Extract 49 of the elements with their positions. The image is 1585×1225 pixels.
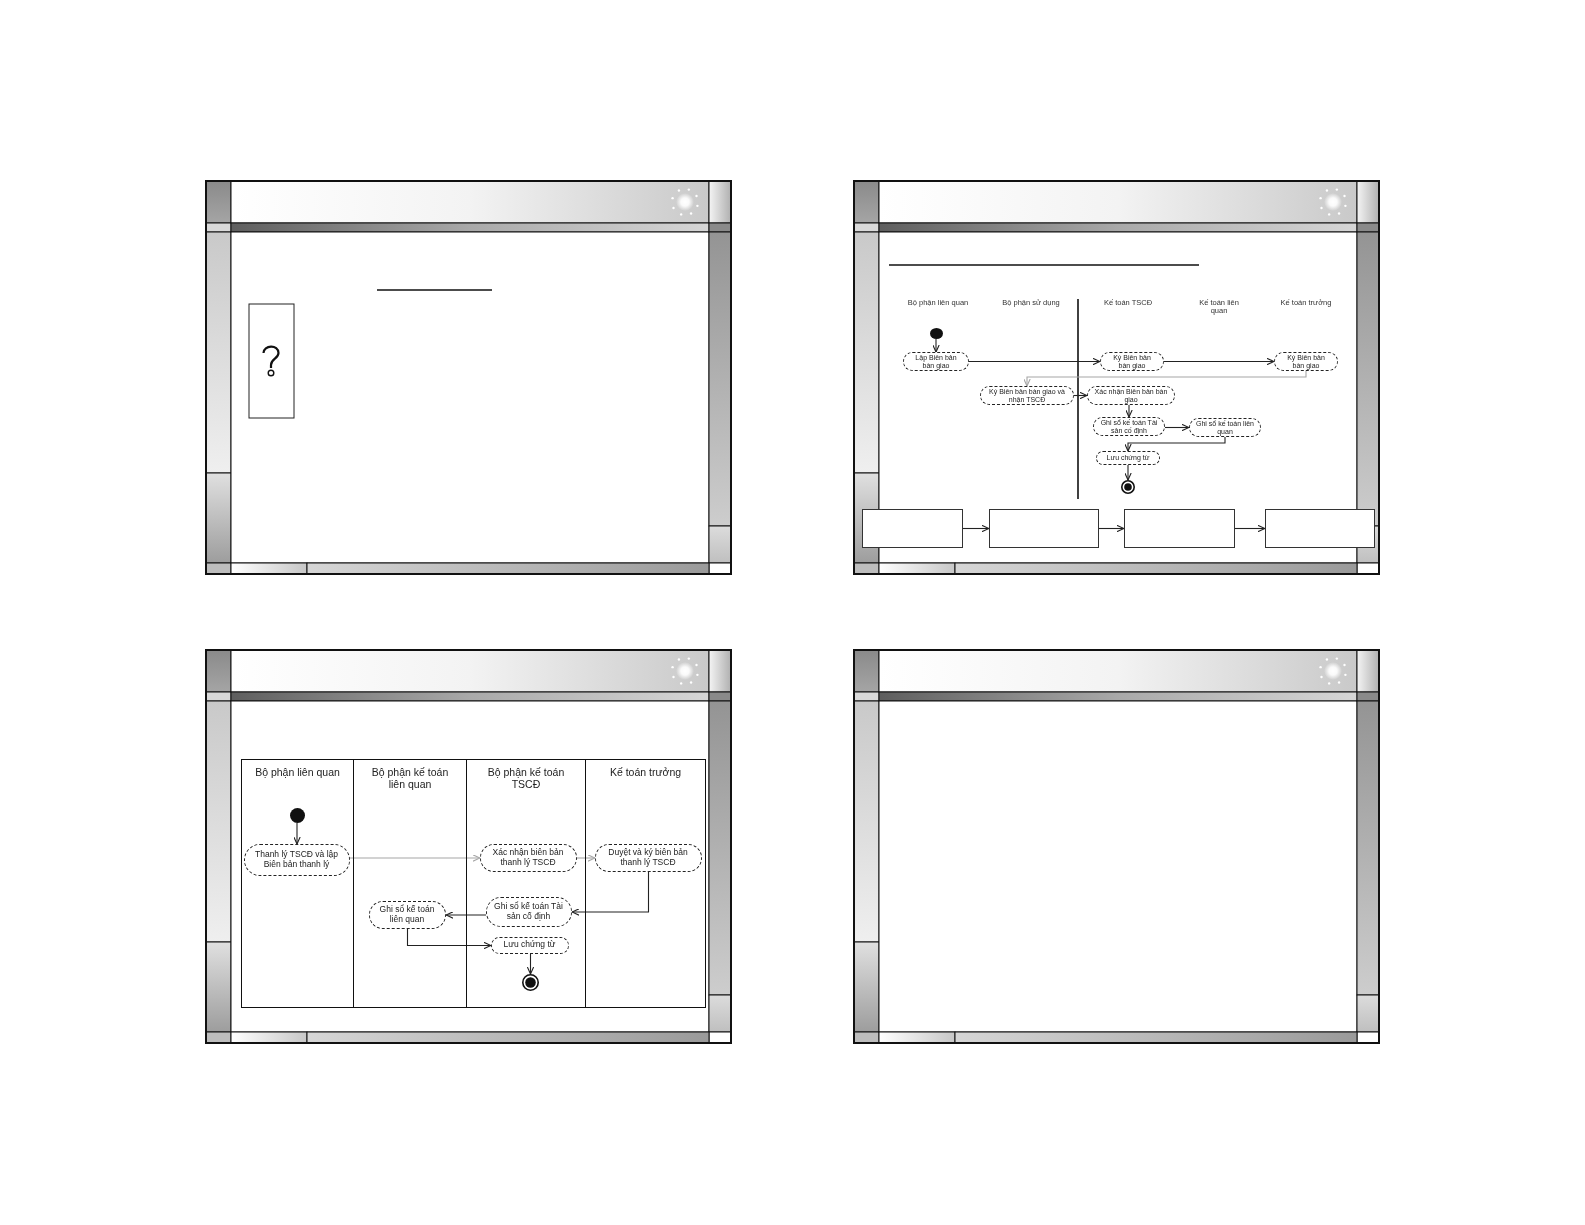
flow-arrow bbox=[1164, 423, 1190, 432]
flow-arrow bbox=[968, 357, 1101, 366]
action-node bbox=[1096, 451, 1160, 465]
flow-arrow bbox=[1234, 524, 1266, 533]
flow-arrow bbox=[293, 822, 301, 845]
lane-header: Bộ phận kế toán liên quan bbox=[370, 766, 450, 791]
action-node bbox=[903, 352, 969, 371]
flow-arrow bbox=[962, 524, 990, 533]
swimlane bbox=[353, 759, 467, 1008]
process-box bbox=[989, 509, 1099, 548]
lane-header: Bộ phận kế toán TSCĐ bbox=[486, 766, 566, 791]
flow-arrow bbox=[1124, 436, 1226, 452]
action-node bbox=[1087, 386, 1175, 405]
action-node bbox=[1274, 352, 1338, 371]
flow-arrow bbox=[1163, 357, 1275, 366]
flow-arrow bbox=[445, 911, 487, 919]
process-box bbox=[1124, 509, 1235, 548]
action-label: Lưu chứng từ bbox=[503, 940, 556, 950]
flow-arrow bbox=[1073, 391, 1088, 400]
flow-arrow bbox=[576, 854, 596, 862]
action-label: Duyệt và ký biên bản thanh lý TSCĐ bbox=[607, 848, 689, 867]
lane-header: Kế toán trưởng bbox=[608, 766, 683, 779]
action-node bbox=[1189, 418, 1261, 437]
end-node bbox=[1121, 480, 1135, 494]
lane-header: Bộ phận liên quan bbox=[254, 766, 341, 779]
flow-arrow bbox=[932, 338, 940, 353]
process-box bbox=[862, 509, 963, 548]
action-label: Thanh lý TSCĐ và lập Biên bản thanh lý bbox=[254, 850, 339, 869]
end-node bbox=[521, 973, 539, 991]
flow-arrow bbox=[526, 953, 535, 975]
action-label: Ghi sổ kế toán Tài sản cố định bbox=[493, 902, 564, 921]
flow-arrow bbox=[571, 871, 650, 916]
flow-arrow bbox=[349, 854, 481, 862]
start-node bbox=[930, 328, 943, 339]
flow-arrow bbox=[1124, 464, 1132, 481]
flow-arrow bbox=[406, 928, 492, 950]
action-node bbox=[1100, 352, 1164, 371]
swimlane bbox=[585, 759, 706, 1008]
flow-arrow bbox=[1125, 404, 1133, 418]
flow-arrow bbox=[1023, 370, 1307, 387]
start-node bbox=[289, 807, 305, 823]
action-label: Ghi sổ kế toán liên quan bbox=[378, 905, 436, 924]
action-node bbox=[980, 386, 1074, 405]
process-box bbox=[1265, 509, 1375, 548]
action-label: Xác nhận biên bản thanh lý TSCĐ bbox=[491, 848, 565, 867]
swimlane bbox=[466, 759, 586, 1008]
action-node bbox=[1093, 417, 1165, 436]
flow-arrow bbox=[1098, 524, 1125, 533]
swimlane bbox=[241, 759, 354, 1008]
